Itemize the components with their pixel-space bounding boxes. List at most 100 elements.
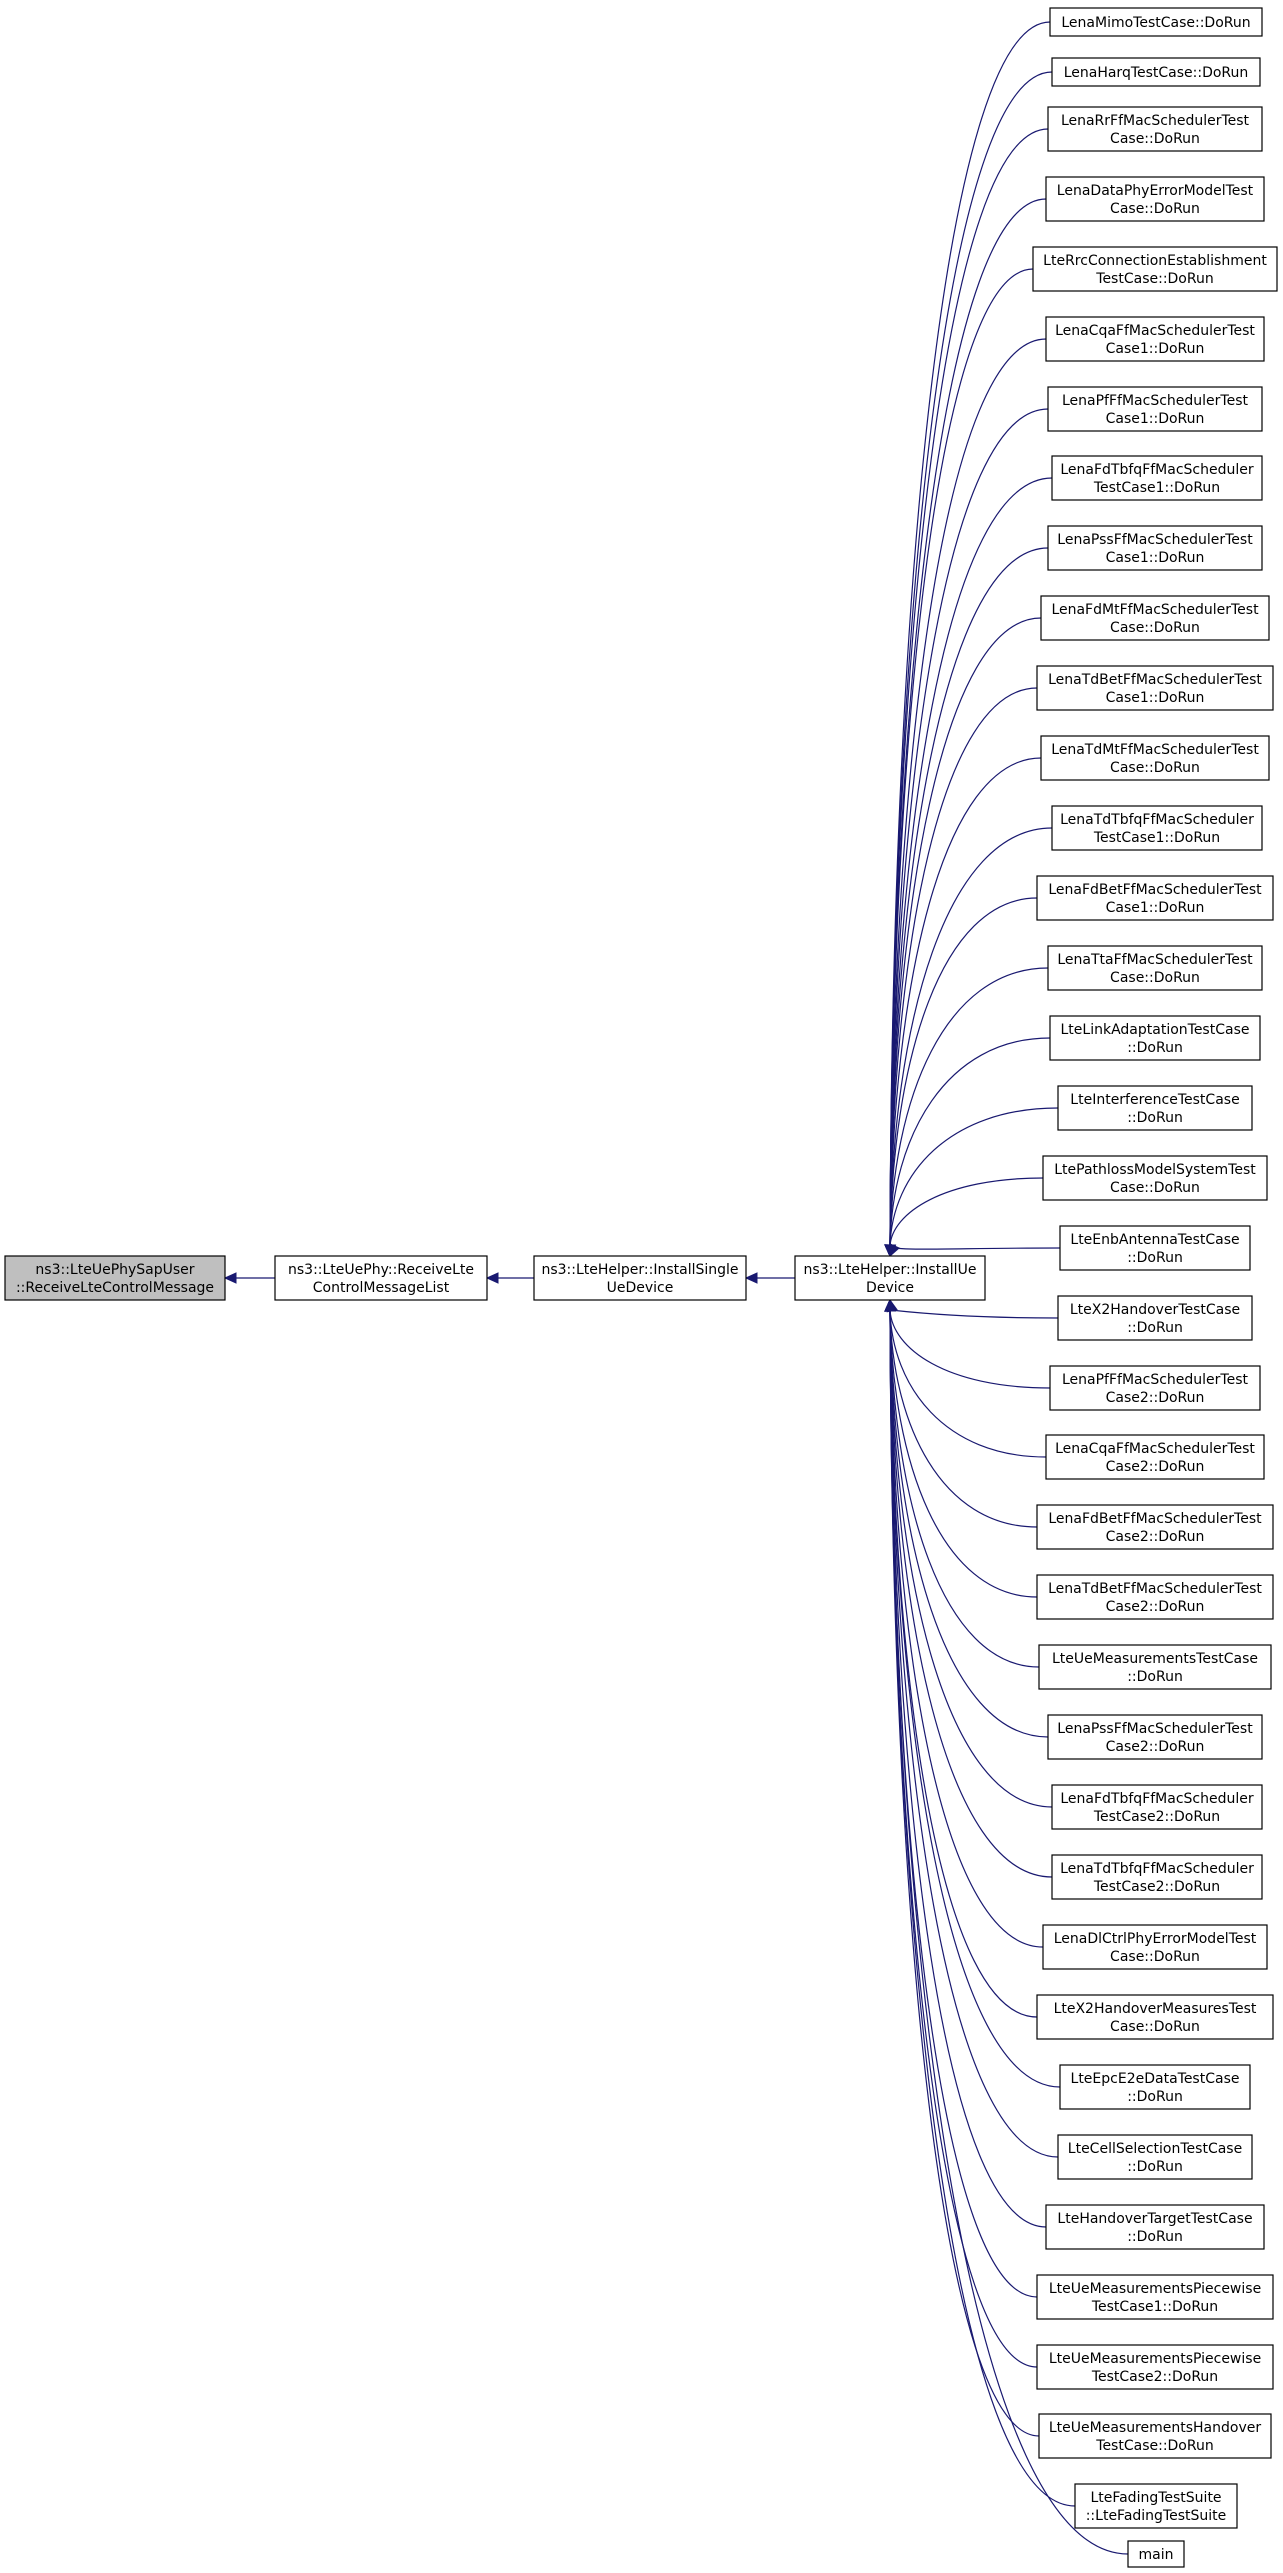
caller-lenafdmtffmacschedulertestcase-dorun-label-line-1: LenaFdMtFfMacSchedulerTest xyxy=(1051,602,1259,618)
caller-lteenbantennatestcase-dorun-label-line-2: ::DoRun xyxy=(1127,1250,1183,1266)
caller-lenapssffmacschedulertestcase2-dorun-box xyxy=(1047,1714,1263,1760)
edge-caller-23 xyxy=(889,1309,1038,1528)
caller-lteepce2edatatestcase-dorun[interactable]: LteEpcE2eDataTestCase::DoRun xyxy=(1059,2064,1251,2110)
caller-lteenbantennatestcase-dorun-box xyxy=(1059,1225,1251,1271)
caller-lenapfffmacschedulertestcase2-dorun-box xyxy=(1049,1365,1261,1411)
arrowhead-caller-38 xyxy=(884,1298,896,1312)
caller-lterrcconnectionestablishmenttestcase-dorun-label-line-1: LteRrcConnectionEstablishment xyxy=(1043,253,1267,269)
node-ns3-lteuephysapuser-receiveltecontrolmessage-label-line-2: ::ReceiveLteControlMessage xyxy=(16,1280,214,1296)
caller-lenadlctrlphyerrormodeltestcase-dorun-label-line-1: LenaDlCtrlPhyErrorModelTest xyxy=(1054,1931,1257,1947)
caller-ltex2handovermeasurestestcase-dorun-label-line-2: Case::DoRun xyxy=(1110,2019,1200,2035)
caller-main-box xyxy=(1127,2540,1185,2568)
caller-lenafdbetffmacschedulertestcase2-dorun-box xyxy=(1036,1504,1274,1550)
caller-lteuemeasurementspiecewisetestcase1-dorun-label-line-2: TestCase1::DoRun xyxy=(1091,2299,1218,2315)
caller-ltex2handovertestcase-dorun-label-line-1: LteX2HandoverTestCase xyxy=(1070,1302,1240,1318)
caller-ltehandovertargettestcase-dorun[interactable]: LteHandoverTargetTestCase::DoRun xyxy=(1045,2204,1265,2250)
edge-caller-16 xyxy=(889,1037,1051,1247)
caller-ltex2handovermeasurestestcase-dorun-label-line-1: LteX2HandoverMeasuresTest xyxy=(1054,2001,1257,2017)
caller-lteenbantennatestcase-dorun-label-line-1: LteEnbAntennaTestCase xyxy=(1070,1232,1239,1248)
caller-lteuemeasurementstestcase-dorun[interactable]: LteUeMeasurementsTestCase::DoRun xyxy=(1038,1644,1272,1690)
edge-caller-32 xyxy=(889,1309,1059,2158)
caller-ltefadingtestsuite-ltefadingtestsuite[interactable]: LteFadingTestSuite::LteFadingTestSuite xyxy=(1074,2483,1238,2529)
caller-lenapfffmacschedulertestcase2-dorun-label-line-2: Case2::DoRun xyxy=(1106,1390,1205,1406)
caller-lteepce2edatatestcase-dorun-label-line-1: LteEpcE2eDataTestCase xyxy=(1071,2071,1240,2087)
node-ns3-ltehelper-installsingleuedevice-box xyxy=(533,1255,747,1301)
caller-ltecellselectiontestcase-dorun-label-line-1: LteCellSelectionTestCase xyxy=(1068,2141,1242,2157)
caller-lteepce2edatatestcase-dorun-box xyxy=(1059,2064,1251,2110)
caller-lenatdtbfqffmacschedulertestcase2-dorun-box xyxy=(1051,1854,1263,1900)
arrowhead-chain-3 xyxy=(744,1272,758,1284)
caller-ltecellselectiontestcase-dorun[interactable]: LteCellSelectionTestCase::DoRun xyxy=(1057,2134,1253,2180)
caller-lteuemeasurementshandovertestcase-dorun-box xyxy=(1038,2413,1272,2459)
caller-ltelinkadaptationtestcase-dorun-label-line-1: LteLinkAdaptationTestCase xyxy=(1061,1022,1250,1038)
caller-lenacqaffmacschedulertestcase2-dorun-box xyxy=(1045,1434,1265,1480)
caller-lenatdbetffmacschedulertestcase1-dorun-box xyxy=(1036,665,1274,711)
node-ns3-lteuephy-receiveltecontrolmessagelist-label-line-2: ControlMessageList xyxy=(313,1280,450,1296)
caller-lenarrffmacschedulertestcase-dorun-box xyxy=(1047,106,1263,152)
edge-caller-12 xyxy=(889,757,1042,1247)
caller-lterrcconnectionestablishmenttestcase-dorun[interactable]: LteRrcConnectionEstablishmentTestCase::D… xyxy=(1032,246,1278,292)
caller-lteuemeasurementstestcase-dorun-box xyxy=(1038,1644,1272,1690)
caller-ltex2handovermeasurestestcase-dorun-box xyxy=(1036,1994,1274,2040)
edge-caller-37 xyxy=(889,1309,1076,2507)
caller-lteuemeasurementspiecewisetestcase1-dorun[interactable]: LteUeMeasurementsPiecewiseTestCase1::DoR… xyxy=(1036,2274,1274,2320)
caller-lenadataphyerrormodeltestcase-dorun-label-line-2: Case::DoRun xyxy=(1110,201,1200,217)
caller-ltex2handovertestcase-dorun-box xyxy=(1057,1295,1253,1341)
caller-lteenbantennatestcase-dorun[interactable]: LteEnbAntennaTestCase::DoRun xyxy=(1059,1225,1251,1271)
caller-lteuemeasurementspiecewisetestcase2-dorun[interactable]: LteUeMeasurementsPiecewiseTestCase2::DoR… xyxy=(1036,2344,1274,2390)
node-ns3-lteuephysapuser-receiveltecontrolmessage-box xyxy=(4,1255,226,1301)
node-ns3-ltehelper-installuedevice-label-line-1: ns3::LteHelper::InstallUe xyxy=(804,1262,977,1278)
caller-ltepathlossmodelsystemtestcase-dorun-label-line-1: LtePathlossModelSystemTest xyxy=(1054,1162,1256,1178)
caller-lenaharqtestcase-dorun[interactable]: LenaHarqTestCase::DoRun xyxy=(1051,57,1261,87)
caller-lenafdbetffmacschedulertestcase1-dorun-box xyxy=(1036,875,1274,921)
caller-lenafdbetffmacschedulertestcase1-dorun-label-line-1: LenaFdBetFfMacSchedulerTest xyxy=(1048,882,1262,898)
caller-lenadlctrlphyerrormodeltestcase-dorun-box xyxy=(1042,1924,1268,1970)
caller-lenapssffmacschedulertestcase2-dorun-label-line-2: Case2::DoRun xyxy=(1106,1739,1205,1755)
node-ns3-lteuephysapuser-receiveltecontrolmessage[interactable]: ns3::LteUePhySapUser::ReceiveLteControlM… xyxy=(4,1255,226,1301)
arrowhead-chain-2 xyxy=(485,1272,499,1284)
node-ns3-ltehelper-installuedevice-label-line-2: Device xyxy=(866,1280,914,1296)
caller-ltelinkadaptationtestcase-dorun[interactable]: LteLinkAdaptationTestCase::DoRun xyxy=(1049,1015,1261,1061)
arrowhead-chain-1 xyxy=(223,1272,237,1284)
caller-lenapfffmacschedulertestcase2-dorun-label-line-1: LenaPfFfMacSchedulerTest xyxy=(1062,1372,1248,1388)
caller-ltefadingtestsuite-ltefadingtestsuite-box xyxy=(1074,2483,1238,2529)
caller-ltex2handovertestcase-dorun[interactable]: LteX2HandoverTestCase::DoRun xyxy=(1057,1295,1253,1341)
caller-lenapssffmacschedulertestcase1-dorun-box xyxy=(1047,525,1263,571)
caller-lenafdtbfqffmacschedulertestcase1-dorun-box xyxy=(1051,455,1263,501)
caller-lteinterferencetestcase-dorun[interactable]: LteInterferenceTestCase::DoRun xyxy=(1057,1085,1253,1131)
node-ns3-lteuephy-receiveltecontrolmessagelist[interactable]: ns3::LteUePhy::ReceiveLteControlMessageL… xyxy=(274,1255,488,1301)
caller-lenamimotestcase-dorun[interactable]: LenaMimoTestCase::DoRun xyxy=(1049,7,1263,37)
edge-caller-18 xyxy=(889,1177,1044,1247)
caller-lenapfffmacschedulertestcase1-dorun-label-line-1: LenaPfFfMacSchedulerTest xyxy=(1062,393,1248,409)
edge-caller-10 xyxy=(889,617,1042,1247)
caller-lenatdbetffmacschedulertestcase1-dorun-label-line-2: Case1::DoRun xyxy=(1106,690,1205,706)
caller-lenafdbetffmacschedulertestcase1-dorun-label-line-2: Case1::DoRun xyxy=(1106,900,1205,916)
caller-main[interactable]: main xyxy=(1127,2540,1185,2568)
caller-lenattaffmacschedulertestcase-dorun-label-line-2: Case::DoRun xyxy=(1110,970,1200,986)
